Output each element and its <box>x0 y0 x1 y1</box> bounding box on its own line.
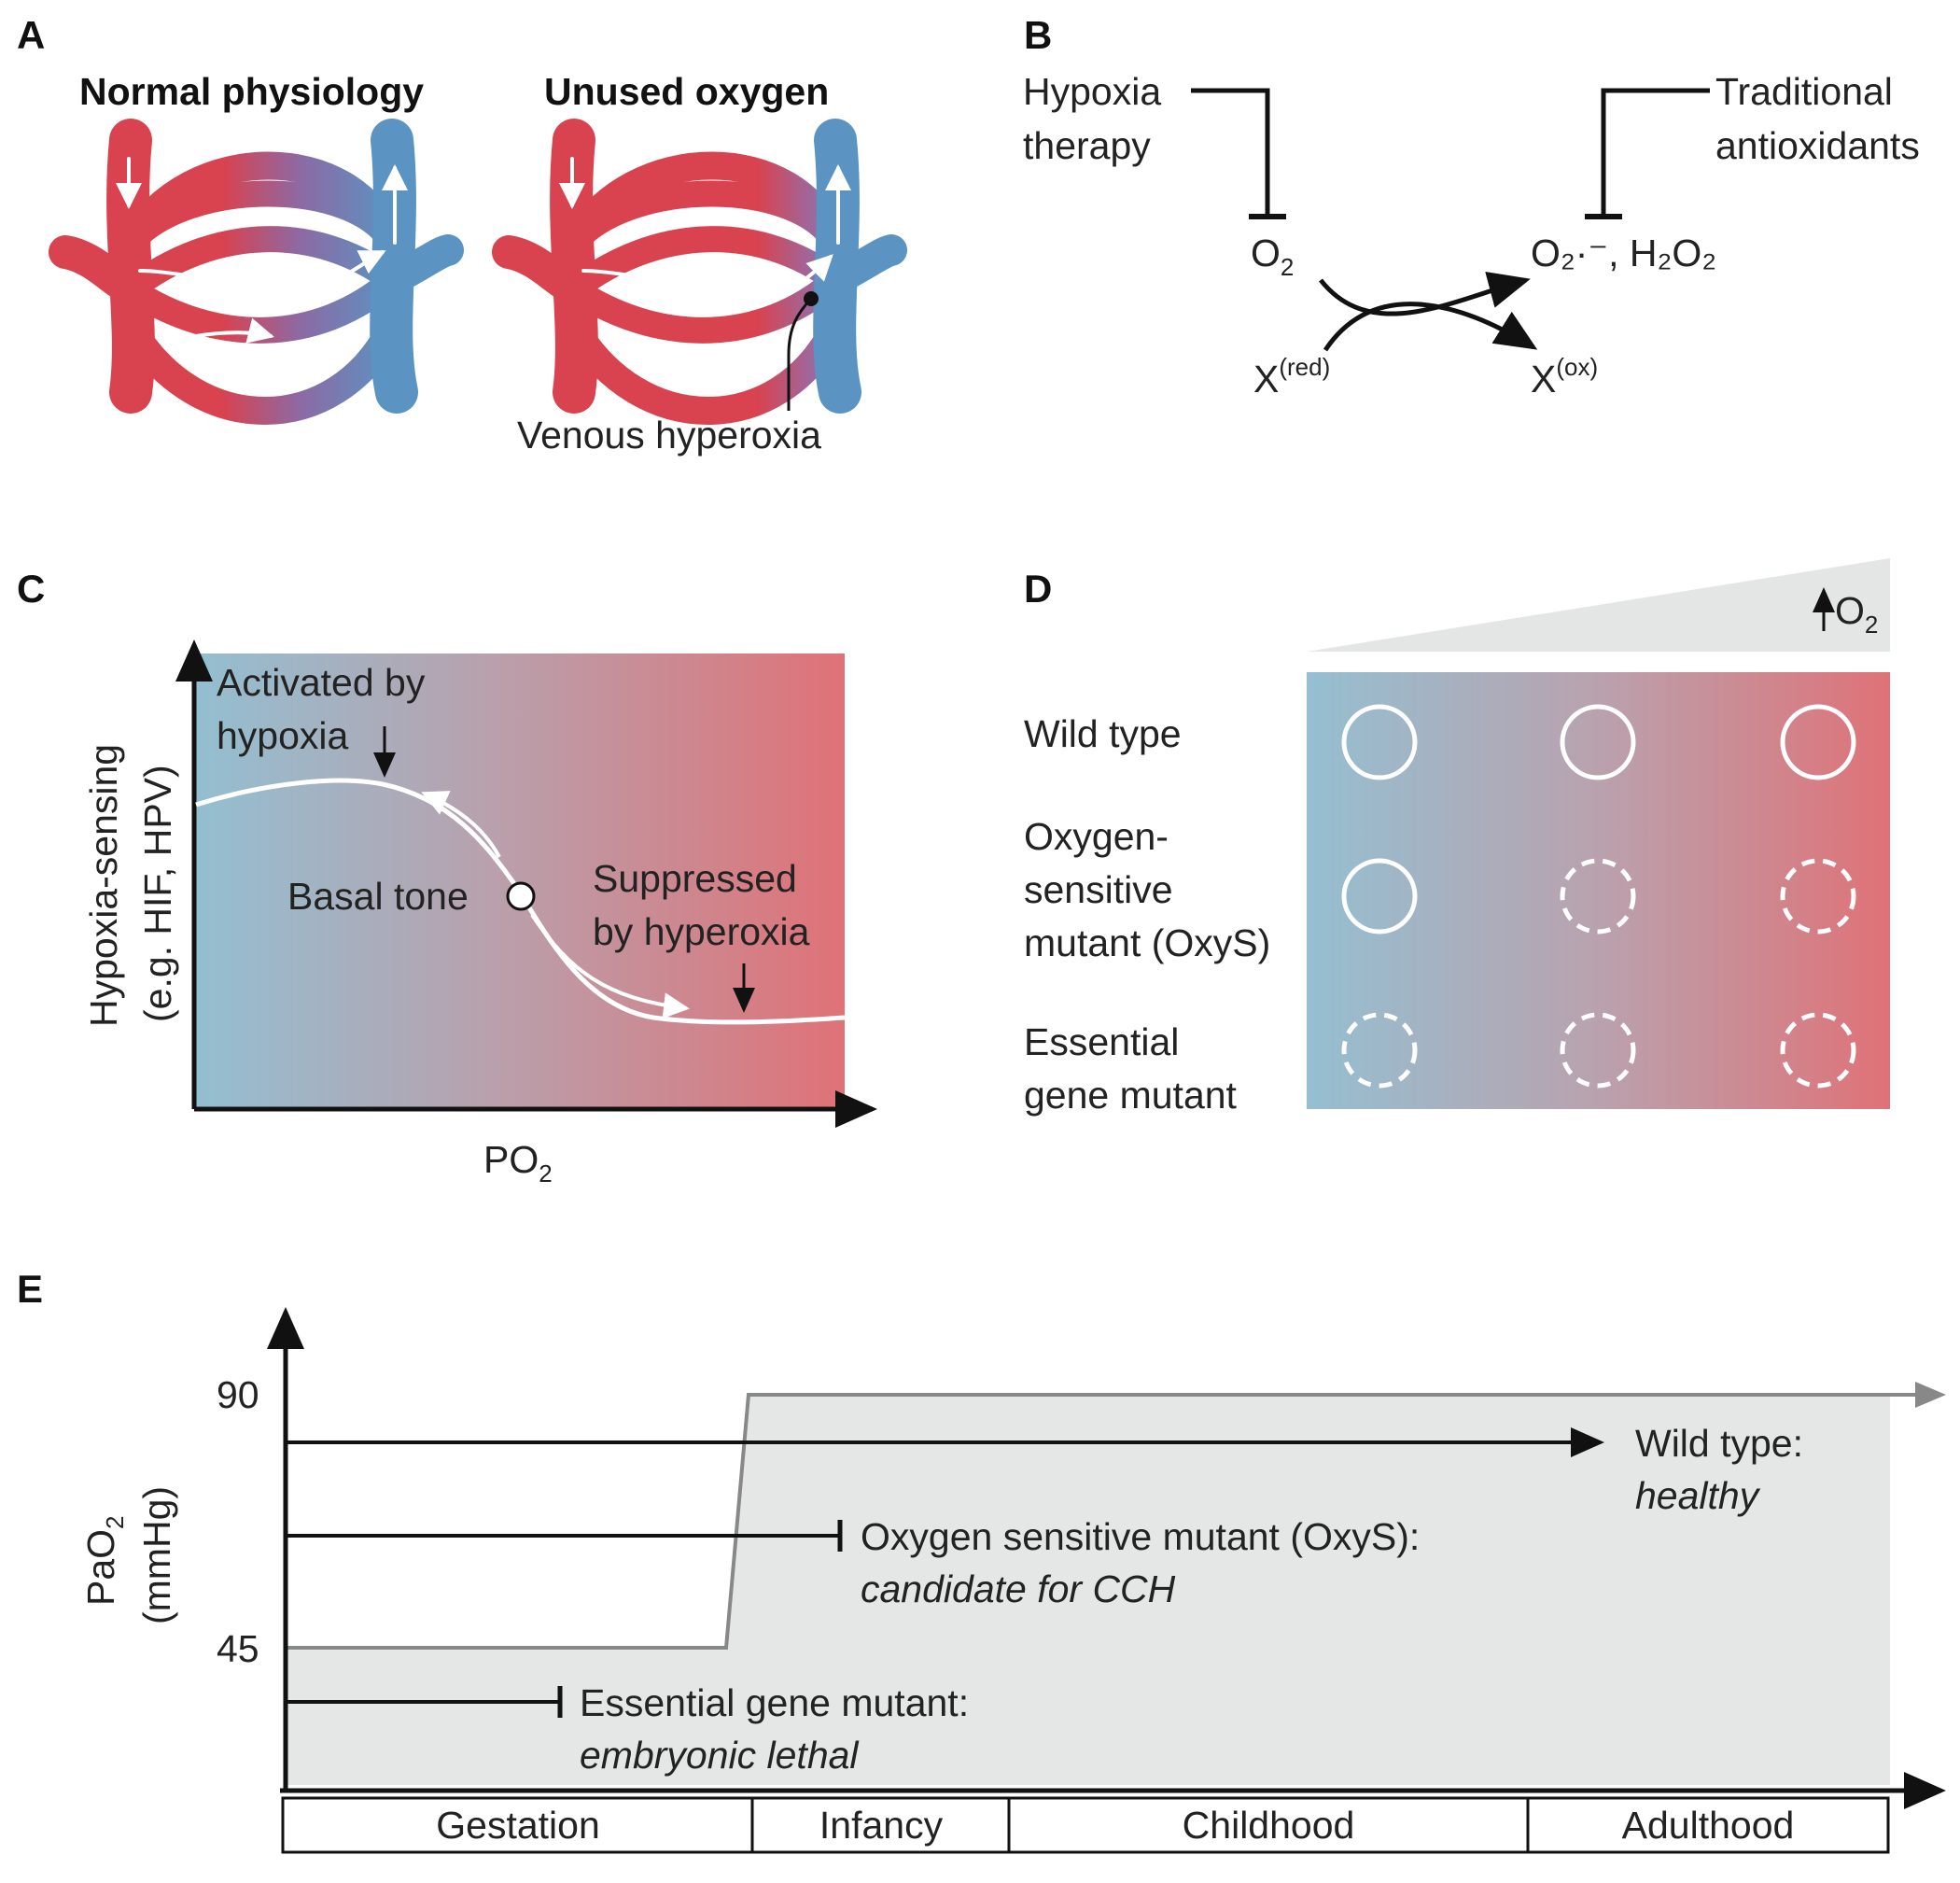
panel-a-title-right: Unused oxygen <box>544 70 829 113</box>
c-xlabel: PO2 <box>483 1138 553 1187</box>
stage-adulthood: Adulthood <box>1622 1804 1795 1847</box>
activated-line1: Activated by <box>217 661 426 704</box>
row-essential-label-1: Essential <box>1024 1020 1179 1063</box>
inhibit-ros-line <box>1601 88 1710 217</box>
survival-circle-dashed <box>1780 858 1856 934</box>
survival-circle-solid <box>1780 704 1856 780</box>
row-oxys-label-3: mutant (OxyS) <box>1024 921 1270 964</box>
oxygen-gradient-grid <box>1307 672 1890 1109</box>
survival-circle-solid <box>1341 704 1418 780</box>
hypoxia-therapy-line1: Hypoxia <box>1023 70 1161 113</box>
essential-note: embryonic lethal <box>580 1734 860 1777</box>
stage-gestation: Gestation <box>436 1804 600 1847</box>
oxidant: X(ox) <box>1531 353 1598 400</box>
e-ylabel-unit: (mmHg) <box>135 1486 178 1624</box>
panel-d-letter: D <box>1024 567 1052 611</box>
survival-circle-dashed <box>1341 1012 1418 1089</box>
vascular-bed-unused-oxygen-icon <box>492 119 907 425</box>
row-essential-label-2: gene mutant <box>1024 1074 1238 1117</box>
antioxidants-line2: antioxidants <box>1715 124 1920 167</box>
basal-tone-label: Basal tone <box>287 875 469 918</box>
stage-childhood: Childhood <box>1183 1804 1355 1847</box>
wild-type-note: healthy <box>1635 1474 1761 1517</box>
oxygen-increase-wedge <box>1307 558 1890 652</box>
shift-to-hyperoxia-arrow <box>530 913 690 1019</box>
o2-substrate: O2 <box>1251 232 1294 281</box>
panel-b-letter: B <box>1024 13 1052 57</box>
pao2-trajectory <box>286 1393 1918 1650</box>
ytick-45: 45 <box>217 1627 259 1670</box>
suppressed-line2: by hyperoxia <box>593 910 810 953</box>
panel-a: A Normal physiology Unused oxygen <box>17 13 907 457</box>
row-oxys-label-1: Oxygen- <box>1024 815 1169 858</box>
row-wild-type-label: Wild type <box>1024 712 1182 755</box>
oxygen-gradient-label: O2 <box>1835 589 1878 639</box>
inhibit-o2-line <box>1191 88 1270 217</box>
survival-circle-solid <box>1341 858 1418 934</box>
vascular-bed-normal-icon <box>49 119 464 425</box>
panel-a-title-left: Normal physiology <box>79 70 424 113</box>
wild-type-label: Wild type: <box>1635 1422 1803 1465</box>
panel-c: C Activated by hypoxia Basal tone Suppre… <box>17 567 877 1187</box>
suppressed-line1: Suppressed <box>593 857 797 900</box>
pao2-arrowhead <box>1915 1382 1946 1408</box>
ytick-90: 90 <box>217 1373 259 1416</box>
venous-hyperoxia-label: Venous hyperoxia <box>517 414 821 457</box>
panel-a-letter: A <box>17 13 45 57</box>
survival-circle-grid <box>1341 704 1856 1089</box>
essential-label: Essential gene mutant: <box>580 1681 969 1724</box>
reductant: X(red) <box>1253 353 1330 400</box>
ros-products: O₂·⁻, H₂O₂ <box>1531 232 1716 274</box>
panel-d: D O2 Wild type Oxygen- sensitive mutant … <box>1024 558 1890 1117</box>
oxys-label: Oxygen sensitive mutant (OxyS): <box>861 1515 1420 1558</box>
oxys-note: candidate for CCH <box>861 1567 1176 1610</box>
stage-infancy: Infancy <box>819 1804 944 1847</box>
po2-gradient-field <box>196 653 845 1109</box>
survival-circle-solid <box>1560 704 1636 780</box>
red-to-ox-arrow <box>1323 302 1538 352</box>
o2-to-ros-arrow <box>1319 271 1531 316</box>
survival-circle-dashed <box>1780 1012 1856 1089</box>
panel-e: E 90 45 PaO2 (mmHg) Wild type: healthy O… <box>17 1267 1946 1854</box>
row-oxys-label-2: sensitive <box>1024 868 1173 911</box>
hypoxia-therapy-line2: therapy <box>1023 124 1151 167</box>
survival-circle-dashed <box>1560 1012 1636 1089</box>
survival-circle-dashed <box>1560 858 1636 934</box>
e-ylabel: PaO2 <box>79 1515 129 1606</box>
c-ylabel-line2: (e.g. HIF, HPV) <box>136 765 179 1022</box>
c-ylabel-line1: Hypoxia-sensing <box>82 744 125 1027</box>
antioxidants-line1: Traditional <box>1715 70 1893 113</box>
shift-to-hypoxia-arrow <box>421 791 501 858</box>
basal-tone-point <box>506 881 536 911</box>
panel-b: B Hypoxia therapy Traditional antioxidan… <box>1023 13 1920 400</box>
panel-e-letter: E <box>17 1267 43 1311</box>
panel-c-letter: C <box>17 567 45 611</box>
activated-line2: hypoxia <box>217 714 349 757</box>
pao2-shaded-region <box>286 1395 1890 1785</box>
life-stage-bar <box>281 1796 1890 1854</box>
